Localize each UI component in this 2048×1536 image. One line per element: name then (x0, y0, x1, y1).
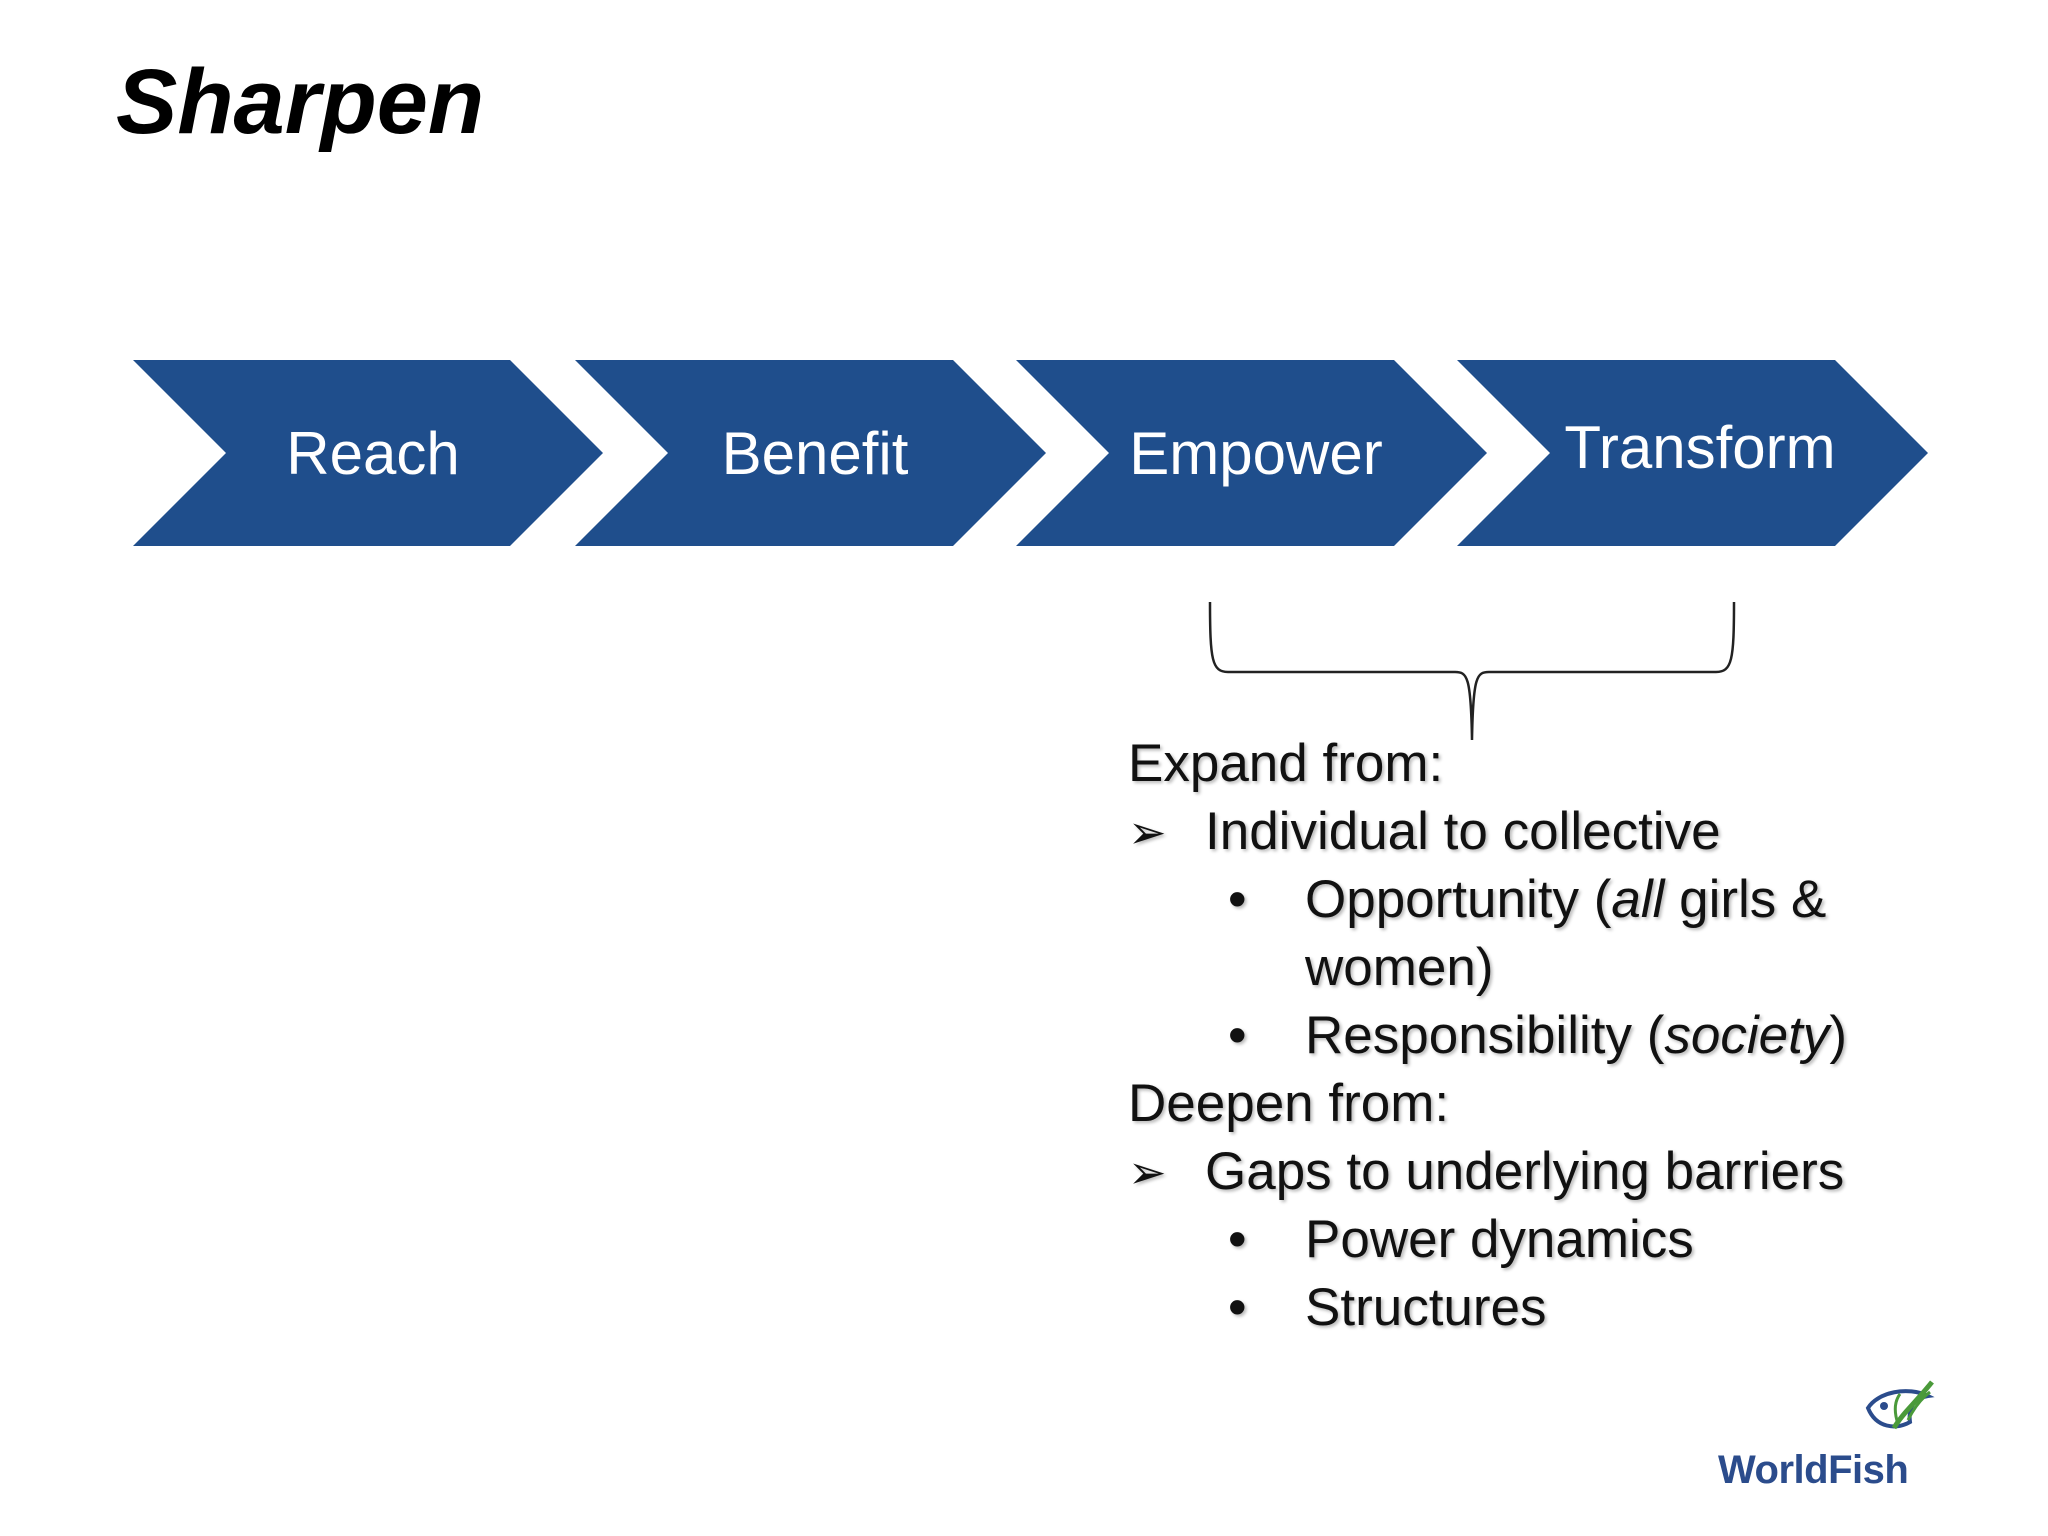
chevron-reach-label: Reach (286, 420, 459, 487)
expand-sub-opportunity-post: girls & women) (1305, 870, 1827, 997)
deepen-heading: Deepen from: (1128, 1074, 1450, 1133)
expand-sub-responsibility: • Responsibility (society) (1128, 1002, 2028, 1070)
chevron-transform: Transform (1457, 360, 1928, 546)
bullet-icon: • (1228, 1210, 1247, 1269)
expand-heading: Expand from: (1128, 734, 1444, 793)
chevron-empower-label: Empower (1129, 420, 1382, 487)
expand-sub-opportunity-pre: Opportunity ( (1305, 870, 1612, 929)
notes-block: Expand from: ➢ Individual to collective … (1128, 730, 2028, 1342)
bullet-icon: • (1228, 1006, 1247, 1065)
expand-sub-responsibility-post: ) (1829, 1006, 1847, 1065)
chevron-benefit-label: Benefit (722, 420, 909, 487)
chevron-reach: Reach (133, 360, 603, 546)
deepen-sub-structures-text: Structures (1305, 1278, 1547, 1337)
expand-sub-opportunity: • Opportunity (all girls & women) (1128, 866, 2028, 1002)
expand-point: ➢ Individual to collective (1128, 798, 2028, 866)
deepen-sub-power-text: Power dynamics (1305, 1210, 1694, 1269)
expand-sub-opportunity-em: all (1611, 870, 1665, 929)
curly-brace-path (1208, 601, 1736, 741)
worldfish-logo: WorldFish (1718, 1378, 1936, 1490)
slide-title: Sharpen (116, 51, 485, 153)
chevron-benefit-shape (575, 360, 1046, 546)
chevron-transform-shape (1457, 360, 1928, 546)
expand-sub-responsibility-em: society (1664, 1006, 1830, 1065)
arrow-bullet-icon: ➢ (1128, 805, 1167, 859)
bullet-icon: • (1228, 1278, 1247, 1337)
deepen-sub-structures: • Structures (1128, 1274, 2028, 1342)
chevron-transform-label: Transform (1564, 414, 1835, 481)
bullet-icon: • (1228, 870, 1247, 929)
worldfish-logo-text: WorldFish (1718, 1448, 1909, 1492)
deepen-point-text: Gaps to underlying barriers (1205, 1142, 1845, 1201)
chevron-empower: Empower (1016, 360, 1487, 546)
chevron-empower-shape (1016, 360, 1487, 546)
deepen-sub-power: • Power dynamics (1128, 1206, 2028, 1274)
arrow-bullet-icon: ➢ (1128, 1145, 1167, 1199)
expand-sub-responsibility-pre: Responsibility ( (1305, 1006, 1665, 1065)
deepen-point: ➢ Gaps to underlying barriers (1128, 1138, 2028, 1206)
chevron-reach-shape (133, 360, 603, 546)
fish-logo-icon (1865, 1380, 1935, 1430)
expand-point-text: Individual to collective (1205, 802, 1721, 861)
chevron-benefit: Benefit (575, 360, 1046, 546)
